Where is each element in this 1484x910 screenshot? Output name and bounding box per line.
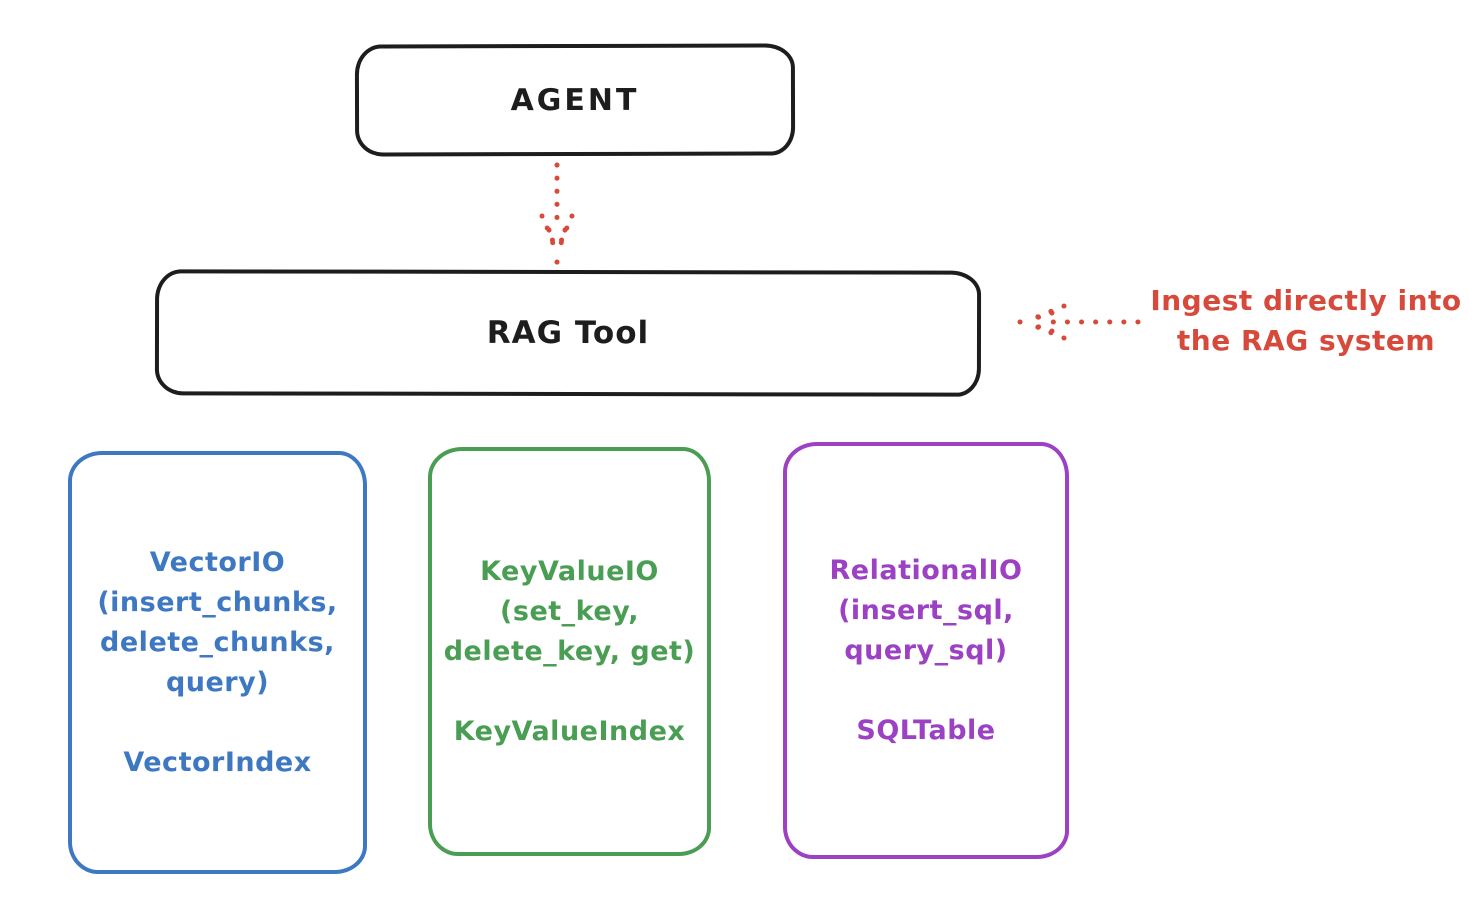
vector-io-methods-line: query) <box>165 666 270 698</box>
rag-tool-node: RAG Tool <box>154 269 982 397</box>
ingest-annotation-line1: Ingest directly into <box>1150 284 1462 317</box>
vector-io-node: VectorIO (insert_chunks, delete_chunks, … <box>68 451 367 874</box>
agent-node-label: AGENT <box>510 82 640 118</box>
relational-io-methods-line: query_sql) <box>844 634 1008 666</box>
vector-index-label: VectorIndex <box>123 746 312 778</box>
ingest-annotation-line2: the RAG system <box>1176 324 1436 357</box>
rag-tool-node-label: RAG Tool <box>486 314 650 352</box>
agent-node: AGENT <box>354 43 796 157</box>
ingest-annotation: Ingest directly into the RAG system <box>1136 281 1476 361</box>
relational-io-node: RelationalIO (insert_sql, query_sql) SQL… <box>783 442 1069 859</box>
keyvalue-io-methods-line: (set_key, <box>500 595 639 627</box>
ingest-annotation-arrow <box>1012 300 1142 344</box>
vector-io-methods-line: delete_chunks, <box>100 626 335 658</box>
sql-table-label: SQLTable <box>856 714 996 746</box>
keyvalue-index-label: KeyValueIndex <box>453 715 686 747</box>
agent-to-ragtool-arrow <box>535 162 579 268</box>
vector-io-methods-line: (insert_chunks, <box>97 586 338 618</box>
keyvalue-io-node: KeyValueIO (set_key, delete_key, get) Ke… <box>428 447 711 856</box>
relational-io-title-line: RelationalIO <box>829 554 1023 586</box>
relational-io-methods-line: (insert_sql, <box>838 594 1014 626</box>
vector-io-title-line: VectorIO <box>149 546 286 578</box>
keyvalue-io-title-line: KeyValueIO <box>480 555 659 587</box>
keyvalue-io-methods-line: delete_key, get) <box>443 635 696 667</box>
